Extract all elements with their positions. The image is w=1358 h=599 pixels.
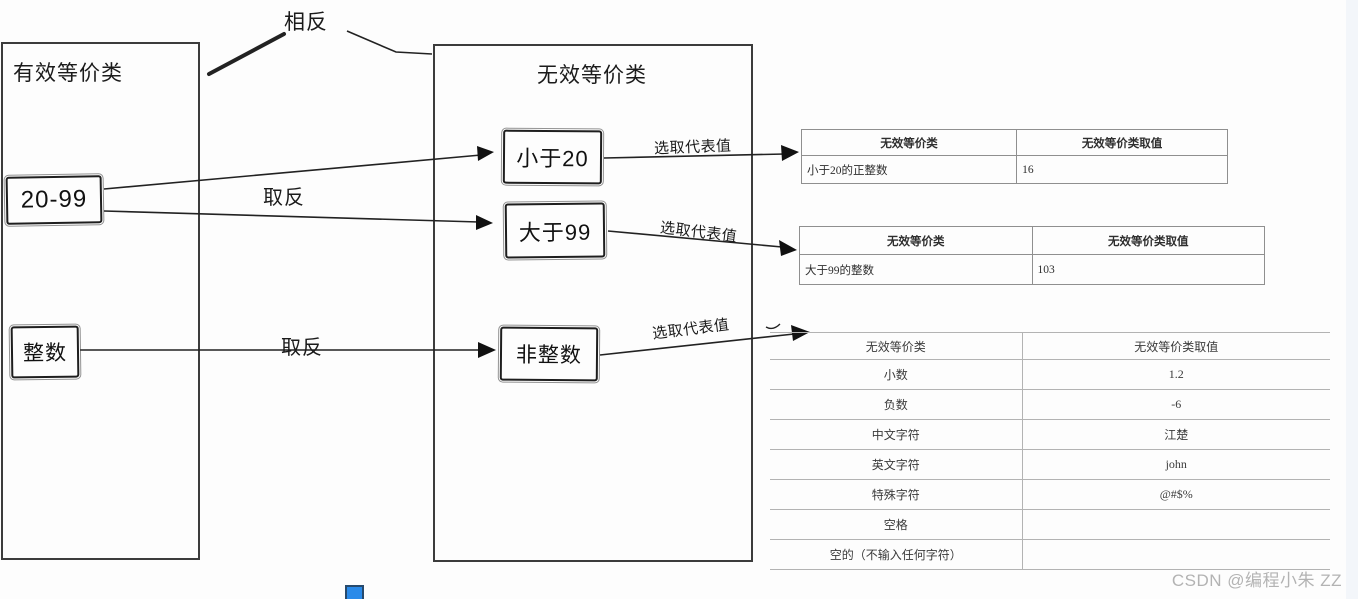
table-cell: 江楚 [1022, 419, 1330, 450]
node-non-integer: 非整数 [497, 324, 601, 384]
table-cell: 大于99的整数 [799, 254, 1033, 285]
table-row: 空格 [770, 509, 1330, 540]
table-header-row: 无效等价类 无效等价类取值 [800, 129, 1228, 156]
label-negate-bottom: 取反 [281, 337, 323, 359]
table-cell: 特殊字符 [770, 479, 1023, 510]
col-header-invalid-class-value: 无效等价类取值 [1031, 226, 1265, 255]
opposite-connector-left [207, 32, 286, 76]
table-row: 空的（不输入任何字符） [770, 539, 1330, 570]
table-cell [1022, 509, 1330, 540]
label-pick-representative-1: 选取代表值 [653, 137, 732, 158]
label-opposite: 相反 [284, 11, 328, 34]
table-cell: 负数 [770, 389, 1023, 420]
table-header-row: 无效等价类 无效等价类取值 [770, 332, 1330, 360]
node-integer: 整数 [8, 323, 82, 381]
col-header-invalid-class-value: 无效等价类取值 [1022, 332, 1330, 360]
col-header-invalid-class: 无效等价类 [800, 129, 1018, 156]
col-header-invalid-class: 无效等价类 [770, 332, 1023, 360]
table-cell: 英文字符 [770, 449, 1023, 480]
blue-selection-handle [345, 585, 364, 599]
invalid-class-container [433, 44, 753, 562]
arrowhead-less20 [477, 146, 494, 161]
right-edge-strip [1346, 0, 1358, 599]
arrowhead-noninteger [478, 342, 496, 358]
table-row: 负数-6 [770, 389, 1330, 420]
arrowhead-table1 [781, 145, 799, 161]
watermark: CSDN @编程小朱 ZZ [1171, 571, 1342, 590]
table-header-row: 无效等价类 无效等价类取值 [799, 226, 1265, 255]
table-row: 特殊字符@#$% [770, 479, 1330, 510]
arrow-range-to-less20 [103, 154, 482, 190]
table-cell: @#$% [1022, 479, 1330, 510]
node-range-20-99: 20-99 [3, 173, 105, 227]
squiggle-mark [765, 323, 781, 330]
table-row: 中文字符江楚 [770, 419, 1330, 450]
node-less-than-20: 小于20 [500, 127, 605, 187]
table-cell: 1.2 [1022, 359, 1330, 390]
arrowhead-table2 [779, 240, 797, 256]
table-cell: 中文字符 [770, 419, 1023, 450]
table-cell: john [1022, 449, 1330, 480]
opposite-connector-right [346, 30, 433, 55]
invalid-class-title: 无效等价类 [537, 64, 647, 87]
col-header-invalid-class-value: 无效等价类取值 [1016, 129, 1228, 156]
table-cell: 小数 [770, 359, 1023, 390]
valid-class-title: 有效等价类 [13, 62, 123, 85]
arrow-range-to-greater99 [103, 210, 480, 223]
label-negate-top: 取反 [263, 187, 305, 209]
table-cell: 空的（不输入任何字符） [770, 539, 1023, 570]
table-cell: 小于20的正整数 [800, 155, 1018, 184]
valid-class-container [1, 42, 200, 560]
table-cell: 16 [1016, 155, 1228, 184]
table-cell: -6 [1022, 389, 1330, 420]
col-header-invalid-class: 无效等价类 [799, 226, 1033, 255]
arrow-noninteger-to-table [599, 333, 795, 356]
table-cell [1022, 539, 1330, 570]
arrowhead-greater99 [476, 215, 493, 230]
node-greater-than-99: 大于99 [502, 200, 608, 261]
table-cell: 103 [1031, 254, 1265, 285]
arrow-less20-to-table [603, 153, 786, 159]
arrow-greater99-to-table [607, 230, 783, 248]
table-cell: 空格 [770, 509, 1023, 540]
